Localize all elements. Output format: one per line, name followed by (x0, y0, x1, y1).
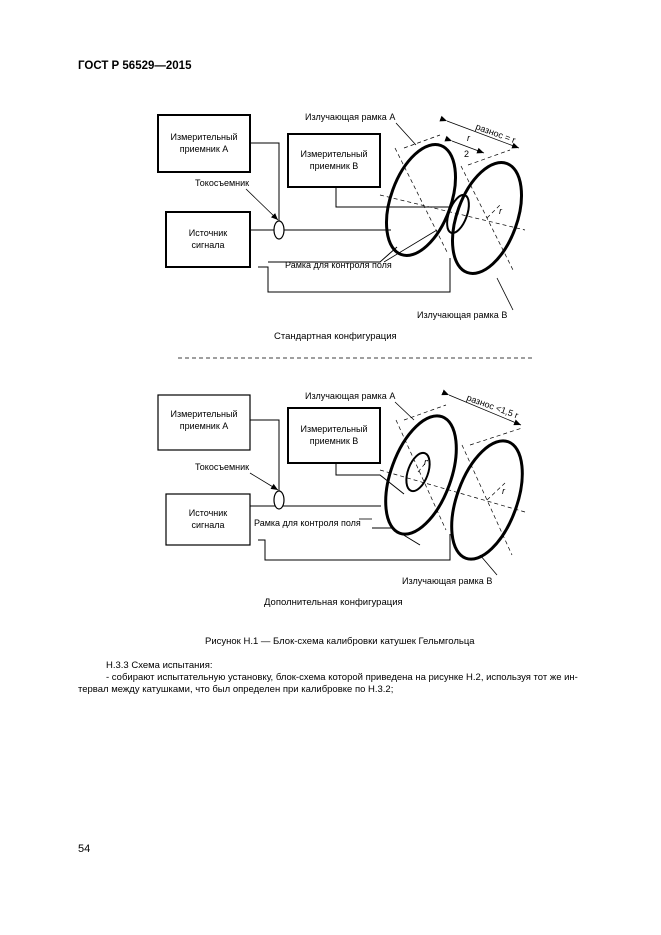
radiating-coil-b (450, 439, 524, 561)
current-probe-ring (273, 220, 285, 240)
current-probe-label: Токосъемник (195, 178, 249, 188)
radiating-coil-a-label: Излучающая рамка А (305, 112, 395, 122)
wires-standard (250, 142, 451, 293)
field-monitor-loop (405, 451, 431, 493)
signal-source-label-line1: Источник (189, 228, 227, 238)
receiver-a-label-line1: Измерительный (171, 409, 238, 419)
figure-caption: Рисунок Н.1 — Блок-схема калибровки кату… (205, 636, 475, 647)
half-r-numerator: r (467, 133, 471, 143)
current-probe-label: Токосъемник (195, 462, 249, 472)
signal-source-box (165, 211, 251, 268)
field-loop-label: Рамка для контроля поля (285, 260, 392, 270)
signal-source-box (165, 493, 251, 546)
receiver-a-box (157, 394, 251, 451)
radiating-coil-a (384, 414, 458, 536)
document-header: ГОСТ Р 56529—2015 (78, 60, 192, 72)
field-loop-label: Рамка для контроля поля (254, 518, 361, 528)
receiver-b-label-line1: Измерительный (301, 424, 368, 434)
additional-configuration-caption: Дополнительная конфигурация (264, 597, 403, 608)
signal-source-label-line1: Источник (189, 508, 227, 518)
current-probe-ring (273, 490, 285, 510)
receiver-b-box (287, 133, 381, 188)
body-line-1: - собирают испытательную установку, блок… (106, 672, 578, 683)
standard-configuration-caption: Стандартная конфигурация (274, 331, 397, 342)
half-r-denominator: 2 (464, 149, 469, 159)
body-line-2: тервал между катушками, что был определе… (78, 684, 394, 695)
spacing-label: разнос <1,5 r (465, 392, 519, 420)
receiver-a-label-line2: приемник А (180, 421, 229, 431)
radius-label: r (502, 486, 506, 496)
additional-configuration-diagram: Измерительный приемник А Измерительный п… (157, 389, 526, 586)
receiver-a-label-line1: Измерительный (171, 132, 238, 142)
standard-configuration-diagram: Измерительный приемник А Измерительный п… (157, 112, 526, 320)
section-heading: Н.3.3 Схема испытания: (106, 660, 213, 671)
receiver-b-label-line1: Измерительный (301, 149, 368, 159)
signal-source-label-line2: сигнала (191, 240, 224, 250)
receiver-b-label-line2: приемник В (310, 436, 359, 446)
radiating-coil-b-label: Излучающая рамка В (402, 576, 492, 586)
receiver-b-label-line2: приемник В (310, 161, 359, 171)
radiating-coil-b-label: Излучающая рамка В (417, 310, 507, 320)
receiver-b-box (287, 407, 381, 464)
radius-label: r (499, 206, 503, 216)
page-number: 54 (78, 843, 91, 855)
small-radius-label: r (424, 457, 428, 467)
signal-source-label-line2: сигнала (191, 520, 224, 530)
radiating-coil-b (451, 161, 523, 275)
radiating-coil-a-label: Излучающая рамка А (305, 391, 395, 401)
receiver-a-label-line2: приемник А (180, 144, 229, 154)
